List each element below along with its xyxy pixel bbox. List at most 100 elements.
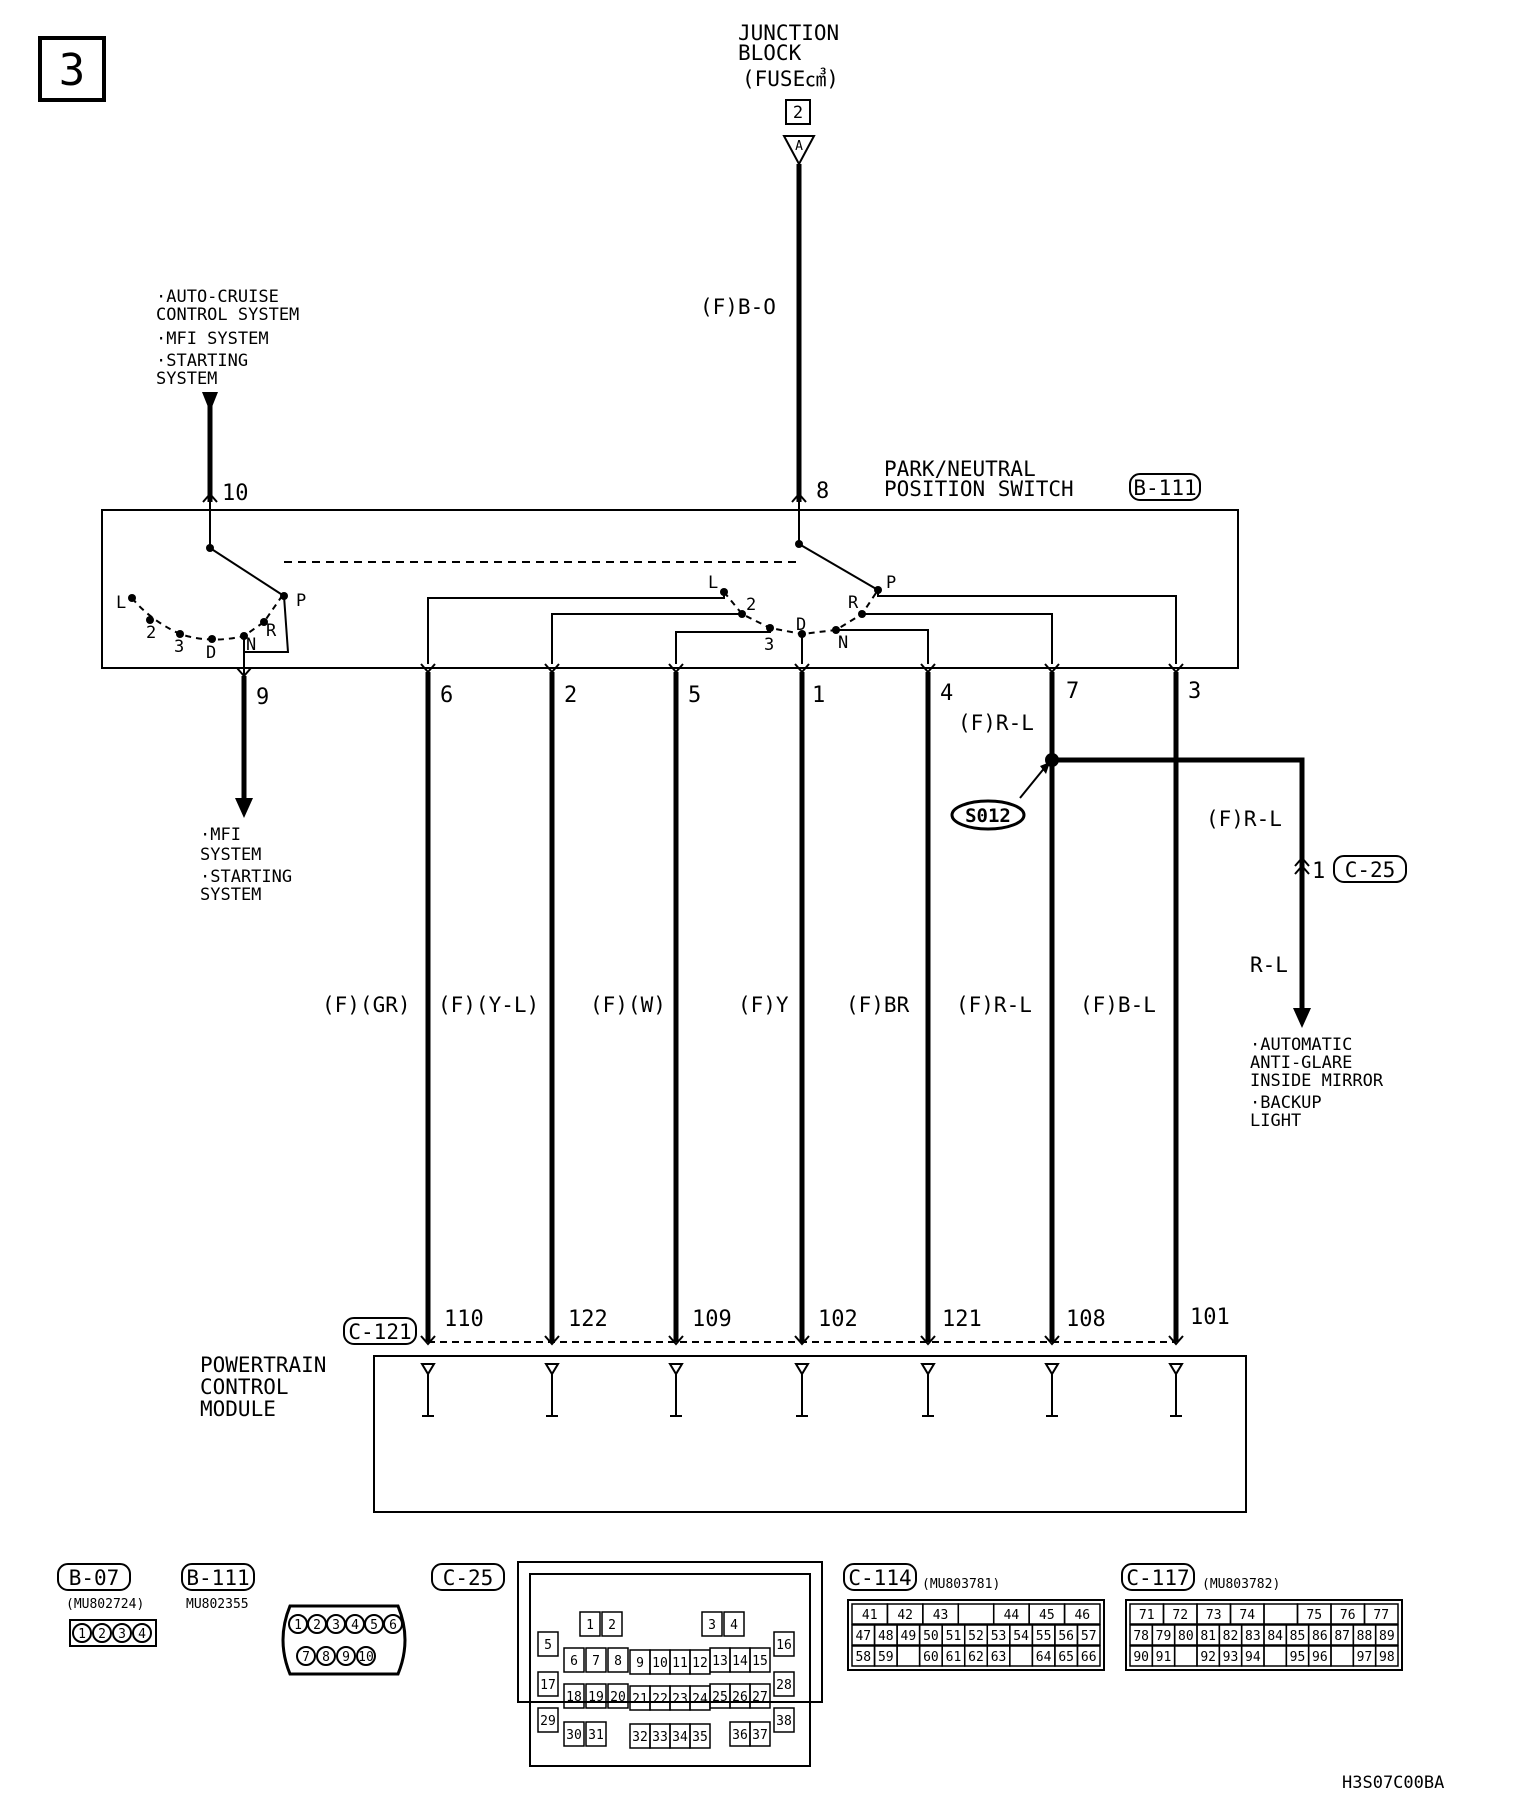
connector-pin: 29 [537, 1707, 559, 1733]
connector-pin: 36 [729, 1721, 751, 1747]
connector-pin: 34 [669, 1723, 691, 1749]
connector-view-id: C-114 [848, 1566, 911, 1590]
svg-text:3: 3 [332, 1618, 340, 1633]
connector-pin: 37 [749, 1721, 771, 1747]
svg-text:3: 3 [118, 1627, 126, 1642]
connector-pin: 61 [941, 1645, 966, 1667]
svg-text:63: 63 [991, 1650, 1007, 1665]
switch-pin-9: 9 [256, 685, 269, 710]
svg-text:56: 56 [1058, 1629, 1074, 1644]
svg-text:7: 7 [302, 1650, 310, 1665]
svg-text:1: 1 [78, 1627, 86, 1642]
svg-text:49: 49 [901, 1629, 917, 1644]
svg-text:35: 35 [692, 1730, 708, 1745]
svg-text:37: 37 [752, 1728, 768, 1743]
svg-text:62: 62 [968, 1650, 984, 1665]
position-label: D [206, 643, 216, 663]
svg-text:83: 83 [1245, 1629, 1261, 1644]
connector-pin: 88 [1352, 1624, 1377, 1646]
svg-text:86: 86 [1312, 1629, 1328, 1644]
connector-pin: 63 [986, 1645, 1011, 1667]
svg-text:18: 18 [566, 1690, 582, 1705]
svg-text:5: 5 [370, 1618, 378, 1633]
connector-pin: 64 [1031, 1645, 1056, 1667]
svg-text:89: 89 [1379, 1629, 1395, 1644]
position-label: 2 [746, 595, 756, 615]
connector-pin: 43 [922, 1603, 960, 1625]
connector-pin [1173, 1645, 1198, 1667]
svg-text:1: 1 [586, 1618, 594, 1633]
dest-item: SYSTEM [200, 885, 261, 905]
connector-view-id: B-111 [186, 1566, 249, 1590]
switch-body [101, 509, 1239, 669]
svg-text:87: 87 [1334, 1629, 1350, 1644]
svg-text:94: 94 [1245, 1650, 1261, 1665]
junction-terminal-arrow [782, 135, 816, 167]
connector-pin: 58 [851, 1645, 876, 1667]
svg-text:54: 54 [1013, 1629, 1029, 1644]
pcm-label-line: POWERTRAIN [200, 1353, 326, 1377]
pcm-pin-label: 121 [942, 1307, 982, 1332]
svg-text:4: 4 [138, 1627, 146, 1642]
svg-text:32: 32 [632, 1730, 648, 1745]
connector-pin: 51 [941, 1624, 966, 1646]
svg-text:97: 97 [1357, 1650, 1373, 1665]
svg-text:30: 30 [566, 1728, 582, 1743]
dest-item: ·AUTOMATIC [1250, 1035, 1352, 1055]
pcm-pin-label: 101 [1190, 1305, 1230, 1330]
svg-text:47: 47 [855, 1629, 871, 1644]
svg-text:24: 24 [692, 1692, 708, 1707]
pcm-pin-label: 110 [444, 1307, 484, 1332]
dest-item: SYSTEM [156, 369, 217, 389]
svg-text:71: 71 [1139, 1608, 1155, 1623]
connector-pin: 60 [918, 1645, 943, 1667]
dest-item: ·MFI SYSTEM [156, 329, 269, 349]
svg-text:4: 4 [351, 1618, 359, 1633]
svg-text:22: 22 [652, 1692, 668, 1707]
switch-connector-id: B-111 [1133, 476, 1196, 500]
dest-item: ·BACKUP [1250, 1093, 1322, 1113]
position-label: N [838, 633, 848, 653]
connector-pin: 45 [1028, 1603, 1066, 1625]
connector-pin: 93 [1218, 1645, 1243, 1667]
svg-text:46: 46 [1074, 1608, 1090, 1623]
connector-pin: 79 [1151, 1624, 1176, 1646]
switch-pin-label: 7 [1066, 679, 1079, 704]
svg-text:59: 59 [878, 1650, 894, 1665]
connector-pin: 78 [1129, 1624, 1154, 1646]
connector-pin [1009, 1645, 1034, 1667]
connector-pin [1330, 1645, 1355, 1667]
connector-pin: 89 [1374, 1624, 1399, 1646]
connector-pin: 83 [1240, 1624, 1265, 1646]
wire-color-label: (F)R-L [956, 993, 1032, 1017]
svg-text:3: 3 [708, 1618, 716, 1633]
connector-pin: 9 [629, 1649, 651, 1675]
svg-text:77: 77 [1373, 1608, 1389, 1623]
svg-text:2: 2 [98, 1627, 106, 1642]
svg-text:96: 96 [1312, 1650, 1328, 1665]
svg-text:73: 73 [1206, 1608, 1222, 1623]
svg-text:13: 13 [712, 1654, 728, 1669]
switch-connector-tag [1129, 473, 1201, 501]
svg-text:33: 33 [652, 1730, 668, 1745]
svg-text:95: 95 [1290, 1650, 1306, 1665]
connector-pin: 15 [749, 1647, 771, 1673]
svg-text:11: 11 [672, 1656, 688, 1671]
junction-connector-number: 2 [793, 103, 803, 123]
connector-pin [1263, 1603, 1299, 1625]
svg-text:9: 9 [342, 1650, 350, 1665]
svg-text:10: 10 [358, 1650, 374, 1665]
connector-pin: 90 [1129, 1645, 1154, 1667]
connector-pin: 4 [345, 1614, 365, 1634]
connector-pin: 25 [709, 1683, 731, 1709]
connector-pin: 1 [72, 1623, 92, 1643]
position-label: R [848, 593, 859, 613]
position-label: 2 [146, 623, 156, 643]
connector-pin: 46 [1063, 1603, 1101, 1625]
wire-color-label: (F)(W) [590, 993, 666, 1017]
connector-pin: 7 [585, 1647, 607, 1673]
connector-view-id: B-07 [69, 1566, 120, 1590]
svg-text:79: 79 [1156, 1629, 1172, 1644]
connector-pin: 92 [1196, 1645, 1221, 1667]
